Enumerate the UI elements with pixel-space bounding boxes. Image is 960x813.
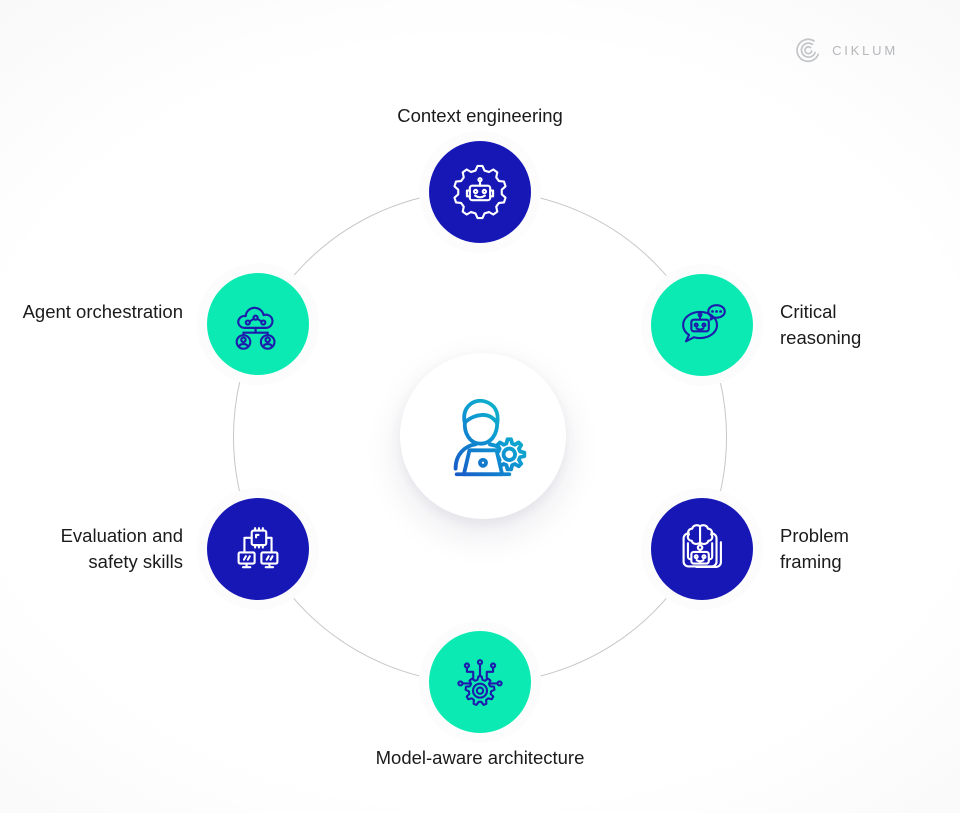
node-model-aware-architecture	[429, 631, 531, 733]
label-evaluation-and-safety-skills: Evaluation and safety skills	[60, 525, 183, 572]
brand-name: CIKLUM	[832, 42, 898, 58]
chatbot-speech-bubbles-icon	[682, 304, 726, 343]
chip-monitors-icon	[237, 527, 279, 569]
center-circle	[400, 353, 566, 519]
label-agent-orchestration: Agent orchestration	[22, 301, 183, 322]
label-model-aware-architecture: Model-aware architecture	[375, 747, 585, 768]
cloud-network-users-icon	[235, 306, 276, 350]
node-problem-framing	[651, 498, 753, 600]
label-critical-reasoning: Critical reasoning	[780, 301, 862, 348]
node-critical-reasoning	[651, 274, 753, 376]
ciklum-arcs-logo-icon	[796, 38, 820, 63]
gear-circuit-icon	[457, 659, 503, 706]
node-agent-orchestration	[207, 273, 309, 375]
label-problem-framing: Problem framing	[780, 525, 849, 572]
robot-gear-badge-icon	[453, 164, 507, 220]
ai-engineer-laptop-gear-icon	[453, 398, 527, 477]
node-evaluation-and-safety-skills	[207, 498, 309, 600]
robot-brain-frame-icon	[682, 524, 722, 568]
node-context-engineering	[429, 141, 531, 243]
label-context-engineering: Context engineering	[397, 105, 563, 126]
brand-logo: CIKLUM	[795, 36, 898, 64]
